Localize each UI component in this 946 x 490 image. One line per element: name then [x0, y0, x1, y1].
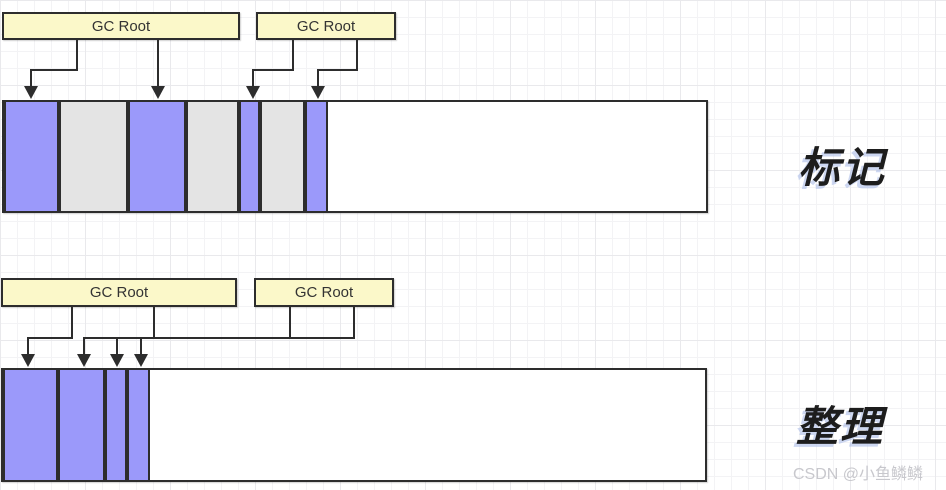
memory-bar-marked — [2, 100, 708, 213]
memory-segment-garbage — [59, 102, 128, 211]
arrowhead-down-icon — [134, 354, 148, 367]
memory-segment-garbage — [260, 102, 305, 211]
connector-line — [356, 40, 358, 70]
connector-line — [83, 337, 85, 355]
connector-line — [292, 40, 294, 70]
connector-line — [317, 69, 358, 71]
connector-line — [27, 337, 29, 355]
memory-segment-live — [305, 102, 328, 211]
gc-root-label: GC Root — [89, 284, 149, 301]
memory-segment-live — [127, 370, 150, 480]
memory-segment-live — [128, 102, 186, 211]
connector-line — [317, 69, 319, 87]
connector-line — [157, 40, 159, 87]
memory-segment-live — [105, 370, 127, 480]
memory-segment-live — [239, 102, 260, 211]
arrowhead-down-icon — [21, 354, 35, 367]
gc-root-label: GC Root — [91, 17, 151, 35]
connector-line — [76, 40, 78, 70]
arrowhead-down-icon — [246, 86, 260, 99]
phase-label-mark: 标记 — [798, 144, 887, 191]
connector-line — [252, 69, 294, 71]
gc-root-label: GC Root — [294, 284, 354, 301]
memory-segment-live — [4, 102, 59, 211]
connector-line — [30, 69, 32, 87]
arrowhead-down-icon — [151, 86, 165, 99]
connector-line — [140, 337, 142, 355]
gc-root-box: GC Root — [1, 278, 237, 307]
memory-bar-compacted — [1, 368, 707, 482]
connector-line — [289, 307, 291, 338]
memory-segment-live — [58, 370, 105, 480]
arrowhead-down-icon — [110, 354, 124, 367]
connector-line — [30, 69, 78, 71]
watermark: CSDN @小鱼鳞鳞 — [793, 466, 924, 483]
connector-line — [71, 307, 73, 338]
connector-line — [252, 69, 254, 87]
memory-segment-live — [3, 370, 58, 480]
connector-line — [83, 337, 355, 339]
connector-line — [116, 337, 118, 355]
memory-segment-garbage — [186, 102, 239, 211]
phase-label-compact: 整理 — [796, 403, 885, 450]
gc-root-box: GC Root — [2, 12, 240, 40]
arrowhead-down-icon — [311, 86, 325, 99]
gc-root-box: GC Root — [254, 278, 394, 307]
connector-line — [27, 337, 73, 339]
gc-root-label: GC Root — [296, 17, 356, 35]
connector-line — [153, 307, 155, 338]
arrowhead-down-icon — [77, 354, 91, 367]
connector-line — [353, 307, 355, 338]
gc-root-box: GC Root — [256, 12, 396, 40]
arrowhead-down-icon — [24, 86, 38, 99]
